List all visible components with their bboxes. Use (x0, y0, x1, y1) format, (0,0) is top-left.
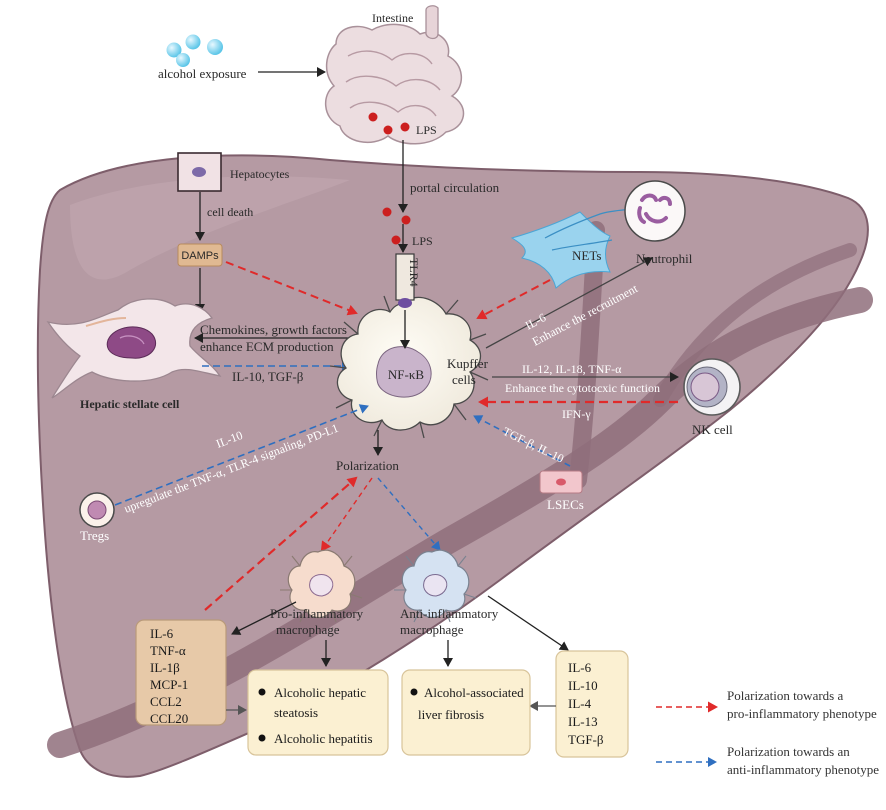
lps-dot (382, 207, 392, 217)
cytokine-item: TGF-β (568, 732, 604, 747)
arrow-nets-to-kupffer (476, 279, 551, 320)
cytokine-item: IL-13 (568, 714, 598, 729)
hepatocytes-label: Hepatocytes (230, 167, 290, 181)
lps-dot (401, 215, 411, 225)
cytokine-item: IL-6 (568, 660, 592, 675)
bullet (258, 688, 266, 696)
lsecs-label: LSECs (547, 497, 584, 512)
portal-circulation-label: portal circulation (410, 180, 500, 195)
legend-pro-line2: pro-inflammatory phenotype (727, 706, 877, 721)
arrow-polarization-to-pro (320, 477, 373, 552)
tregs-icon (79, 492, 115, 528)
fibrosis-label-line2: liver fibrosis (418, 707, 484, 722)
kupffer-label-line2: cells (452, 372, 476, 387)
enhance-cytotoxic-label: Enhance the cytotocxic function (505, 381, 660, 395)
damps-box (177, 243, 223, 267)
steatosis-label-line1: Alcoholic hepatic (274, 685, 366, 700)
pro-macrophage-label-line1: Pro-inflammatory (270, 606, 364, 621)
arrow-pro-cytokines-feedback (204, 476, 358, 611)
hepatic-stellate-cell-icon (46, 298, 222, 399)
arrow-pro-to-cytokines (231, 601, 297, 635)
legend-anti-line2: anti-inflammatory phenotype (727, 762, 879, 777)
tregs-label: Tregs (80, 528, 109, 543)
bullet (410, 688, 418, 696)
legend-pro-line1: Polarization towards a (727, 688, 843, 703)
kupffer-cell-icon (329, 295, 489, 439)
liver-shade (70, 176, 350, 280)
cytokine-item: IL-4 (568, 696, 592, 711)
alcohol-bubbles-icon (166, 34, 223, 67)
chemokines-label: Chemokines, growth factors (200, 322, 347, 337)
alcohol-exposure-label: alcohol exposure (158, 66, 247, 81)
cytokine-item: MCP-1 (150, 677, 188, 692)
pro-macrophage-label-line2: macrophage (276, 622, 340, 637)
steatosis-hepatitis-box (247, 669, 389, 756)
nets-icon (510, 207, 641, 289)
intestine-icon (325, 5, 465, 145)
hepatic-vessel-main (47, 287, 873, 758)
arrow-tregs-to-kupffer (114, 404, 369, 506)
arrow-polarization-to-anti (377, 477, 441, 551)
neutrophil-icon (624, 180, 686, 242)
cytokine-item: IL-6 (150, 626, 174, 641)
polarization-label: Polarization (336, 458, 399, 473)
fibrosis-label-line1: Alcohol-associated (424, 685, 524, 700)
lps-dot (400, 122, 410, 132)
anti-macrophage-label-line1: Anti-inflammatory (400, 606, 499, 621)
il10-tgfb-label: IL-10, TGF-β (232, 369, 304, 384)
lps-dot (368, 112, 378, 122)
damps-label: DAMPs (181, 250, 219, 262)
hepatitis-label: Alcoholic hepatitis (274, 731, 373, 746)
nk-cytokines-label: IL-12, IL-18, TNF-α (522, 362, 622, 376)
cytokine-item: CCL2 (150, 694, 182, 709)
ecm-label: enhance ECM production (200, 339, 334, 354)
lps-dot (383, 125, 393, 135)
arrow-anti-to-cytokines (487, 595, 569, 651)
pro-cytokines-box (135, 619, 227, 726)
bullet (258, 734, 266, 742)
arrow-damps-to-kupffer (225, 261, 358, 316)
anti-inflammatory-macrophage-icon (394, 549, 477, 623)
lps-dot (391, 235, 401, 245)
liver-shape (36, 154, 869, 778)
anti-macrophage-label-line2: macrophage (400, 622, 464, 637)
legend-anti-line1: Polarization towards an (727, 744, 850, 759)
fibrosis-box (401, 669, 531, 756)
tlr4-receptor-icon (395, 253, 415, 308)
neutrophil-label: Neutrophil (636, 251, 693, 266)
arrow-kupffer-to-neutrophil (485, 257, 653, 349)
lps-portal-label: LPS (412, 234, 433, 248)
ifng-label: IFN-γ (562, 407, 591, 421)
cell-death-label: cell death (207, 205, 253, 219)
cytokine-item: IL-10 (568, 678, 598, 693)
anti-cytokines-box (555, 650, 629, 758)
steatosis-label-line2: steatosis (274, 705, 318, 720)
tlr4-label: TLR4 (407, 258, 421, 287)
hepatocyte-icon (177, 152, 222, 192)
lsec-nucleus (556, 478, 566, 486)
kupffer-label-line1: Kupffer (447, 356, 489, 371)
nk-cell-label: NK cell (692, 422, 733, 437)
cytokine-item: TNF-α (150, 643, 186, 658)
pro-inflammatory-macrophage-icon (280, 549, 363, 623)
cytokine-item: IL-1β (150, 660, 180, 675)
nets-label: NETs (572, 248, 601, 263)
legend: Polarization towards a pro-inflammatory … (656, 688, 879, 777)
intestine-label: Intestine (372, 11, 413, 25)
hepatic-stellate-cell-label: Hepatic stellate cell (80, 397, 180, 411)
arrow-lsecs-to-kupffer (473, 415, 571, 467)
nk-cell-icon (683, 358, 741, 416)
lps-gut-label: LPS (416, 123, 437, 137)
cytokine-item: CCL20 (150, 711, 188, 726)
nfkb-label: NF-κB (388, 367, 424, 382)
